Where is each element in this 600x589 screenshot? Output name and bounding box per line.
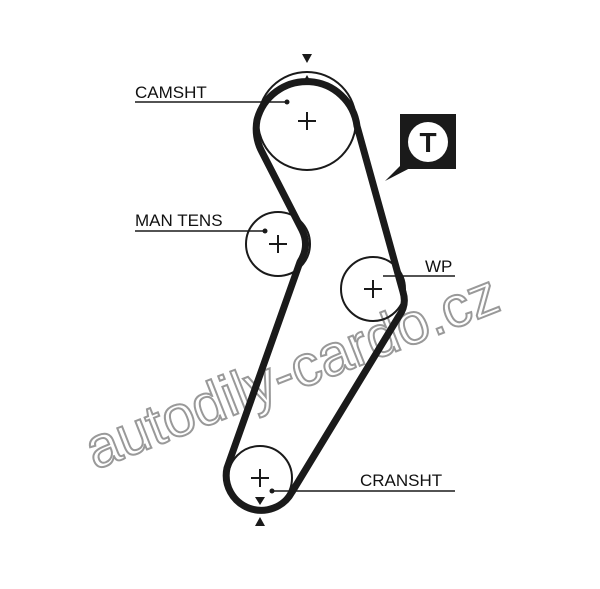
cam-timing-mark-top-icon	[302, 54, 312, 63]
crankshaft-label: CRANSHT	[360, 471, 442, 490]
tensioner-pulley	[245, 211, 311, 277]
center-marks	[251, 112, 382, 487]
badge-letter: T	[419, 127, 436, 158]
camshaft-label: CAMSHT	[135, 83, 207, 102]
cam-timing-mark-bottom-icon	[302, 75, 312, 84]
crank-timing-mark-top-icon	[255, 497, 265, 505]
tensioner-badge-icon: T	[385, 114, 456, 181]
timing-belt	[222, 78, 408, 514]
crank-timing-mark-bottom-icon	[255, 517, 265, 526]
tensioner-label: MAN TENS	[135, 211, 223, 230]
water-pump-label: WP	[425, 257, 452, 276]
